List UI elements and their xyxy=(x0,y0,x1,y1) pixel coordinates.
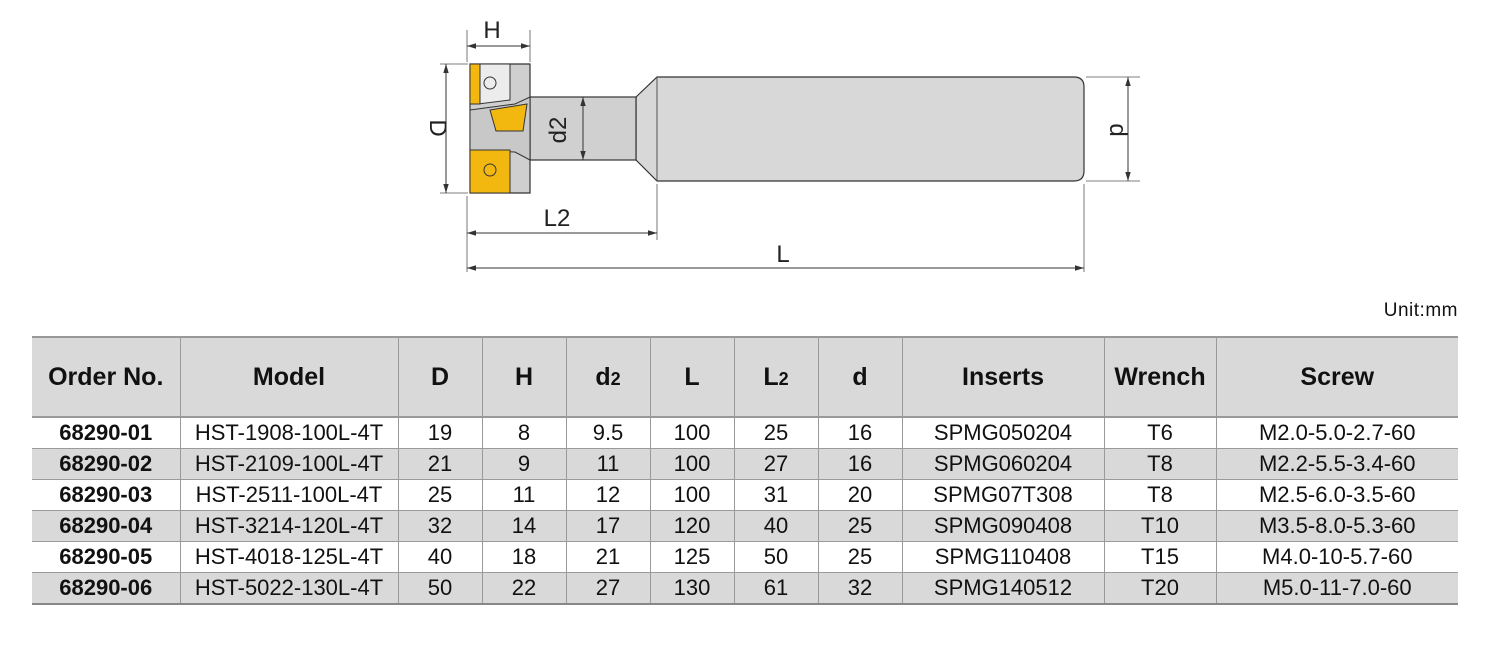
table-cell: 31 xyxy=(733,479,819,511)
label-d2: d2 xyxy=(545,117,572,144)
label-d: d xyxy=(1104,123,1131,136)
table-cell: 12 xyxy=(565,479,651,511)
table-cell: M3.5-8.0-5.3-60 xyxy=(1215,510,1458,542)
table-cell: 9.5 xyxy=(565,417,651,449)
shank xyxy=(635,76,1085,182)
label-L2: L2 xyxy=(544,205,571,232)
column-header: H xyxy=(481,337,567,417)
table-cell: 16 xyxy=(817,448,903,480)
table-cell: 27 xyxy=(565,572,651,605)
table-cell: T10 xyxy=(1103,510,1217,542)
insert-middle xyxy=(489,103,528,132)
table-cell: 22 xyxy=(481,572,567,605)
table-cell: HST-2109-100L-4T xyxy=(179,448,399,480)
table-cell: 16 xyxy=(817,417,903,449)
column-header: Model xyxy=(179,337,399,417)
table-cell: M2.2-5.5-3.4-60 xyxy=(1215,448,1458,480)
table-cell: 40 xyxy=(733,510,819,542)
table-cell: T8 xyxy=(1103,448,1217,480)
table-cell: M4.0-10-5.7-60 xyxy=(1215,541,1458,573)
table-cell: 20 xyxy=(817,479,903,511)
table-cell: 8 xyxy=(481,417,567,449)
table-cell: 125 xyxy=(649,541,735,573)
table-cell: 120 xyxy=(649,510,735,542)
table-cell: 100 xyxy=(649,479,735,511)
unit-label: Unit:mm xyxy=(1383,300,1458,321)
column-header: D xyxy=(397,337,483,417)
table-cell: 68290-06 xyxy=(32,572,181,605)
label-H: H xyxy=(483,17,500,44)
table-cell: 68290-02 xyxy=(32,448,181,480)
column-header: Screw xyxy=(1215,337,1458,417)
table-cell: SPMG060204 xyxy=(901,448,1105,480)
column-header: d2 xyxy=(565,337,651,417)
table-cell: 68290-01 xyxy=(32,417,181,449)
column-header: Order No. xyxy=(32,337,181,417)
table-cell: SPMG050204 xyxy=(901,417,1105,449)
table-cell: M2.5-6.0-3.5-60 xyxy=(1215,479,1458,511)
table-cell: T6 xyxy=(1103,417,1217,449)
table-cell: 25 xyxy=(397,479,483,511)
table-cell: T20 xyxy=(1103,572,1217,605)
column-header: L xyxy=(649,337,735,417)
table-cell: 50 xyxy=(397,572,483,605)
table-cell: HST-3214-120L-4T xyxy=(179,510,399,542)
table-cell: HST-4018-125L-4T xyxy=(179,541,399,573)
label-D: D xyxy=(424,119,451,136)
table-cell: HST-2511-100L-4T xyxy=(179,479,399,511)
table-cell: 40 xyxy=(397,541,483,573)
table-cell: T8 xyxy=(1103,479,1217,511)
table-cell: 32 xyxy=(817,572,903,605)
table-cell: 68290-05 xyxy=(32,541,181,573)
table-cell: 9 xyxy=(481,448,567,480)
tool-diagram: H D d2 d L2 L xyxy=(424,17,1140,272)
column-header: Inserts xyxy=(901,337,1105,417)
table-cell: 100 xyxy=(649,417,735,449)
table-cell: 14 xyxy=(481,510,567,542)
table-cell: 21 xyxy=(565,541,651,573)
table-cell: 25 xyxy=(817,541,903,573)
table-cell: 68290-03 xyxy=(32,479,181,511)
table-cell: M5.0-11-7.0-60 xyxy=(1215,572,1458,605)
table-cell: 32 xyxy=(397,510,483,542)
column-header: Wrench xyxy=(1103,337,1217,417)
table-cell: 11 xyxy=(565,448,651,480)
table-cell: 17 xyxy=(565,510,651,542)
table-cell: M2.0-5.0-2.7-60 xyxy=(1215,417,1458,449)
table-cell: 27 xyxy=(733,448,819,480)
table-cell: 18 xyxy=(481,541,567,573)
table-cell: 19 xyxy=(397,417,483,449)
table-cell: 11 xyxy=(481,479,567,511)
insert-bottom xyxy=(469,149,511,194)
table-cell: HST-1908-100L-4T xyxy=(179,417,399,449)
table-cell: SPMG110408 xyxy=(901,541,1105,573)
label-L: L xyxy=(776,241,789,268)
table-cell: 25 xyxy=(817,510,903,542)
column-header: d xyxy=(817,337,903,417)
table-cell: SPMG090408 xyxy=(901,510,1105,542)
table-cell: HST-5022-130L-4T xyxy=(179,572,399,605)
table-cell: 21 xyxy=(397,448,483,480)
column-header: L2 xyxy=(733,337,819,417)
table-cell: 61 xyxy=(733,572,819,605)
table-cell: 68290-04 xyxy=(32,510,181,542)
table-cell: SPMG07T308 xyxy=(901,479,1105,511)
table-cell: T15 xyxy=(1103,541,1217,573)
table-cell: 50 xyxy=(733,541,819,573)
table-cell: 100 xyxy=(649,448,735,480)
table-cell: 130 xyxy=(649,572,735,605)
table-cell: 25 xyxy=(733,417,819,449)
table-cell: SPMG140512 xyxy=(901,572,1105,605)
